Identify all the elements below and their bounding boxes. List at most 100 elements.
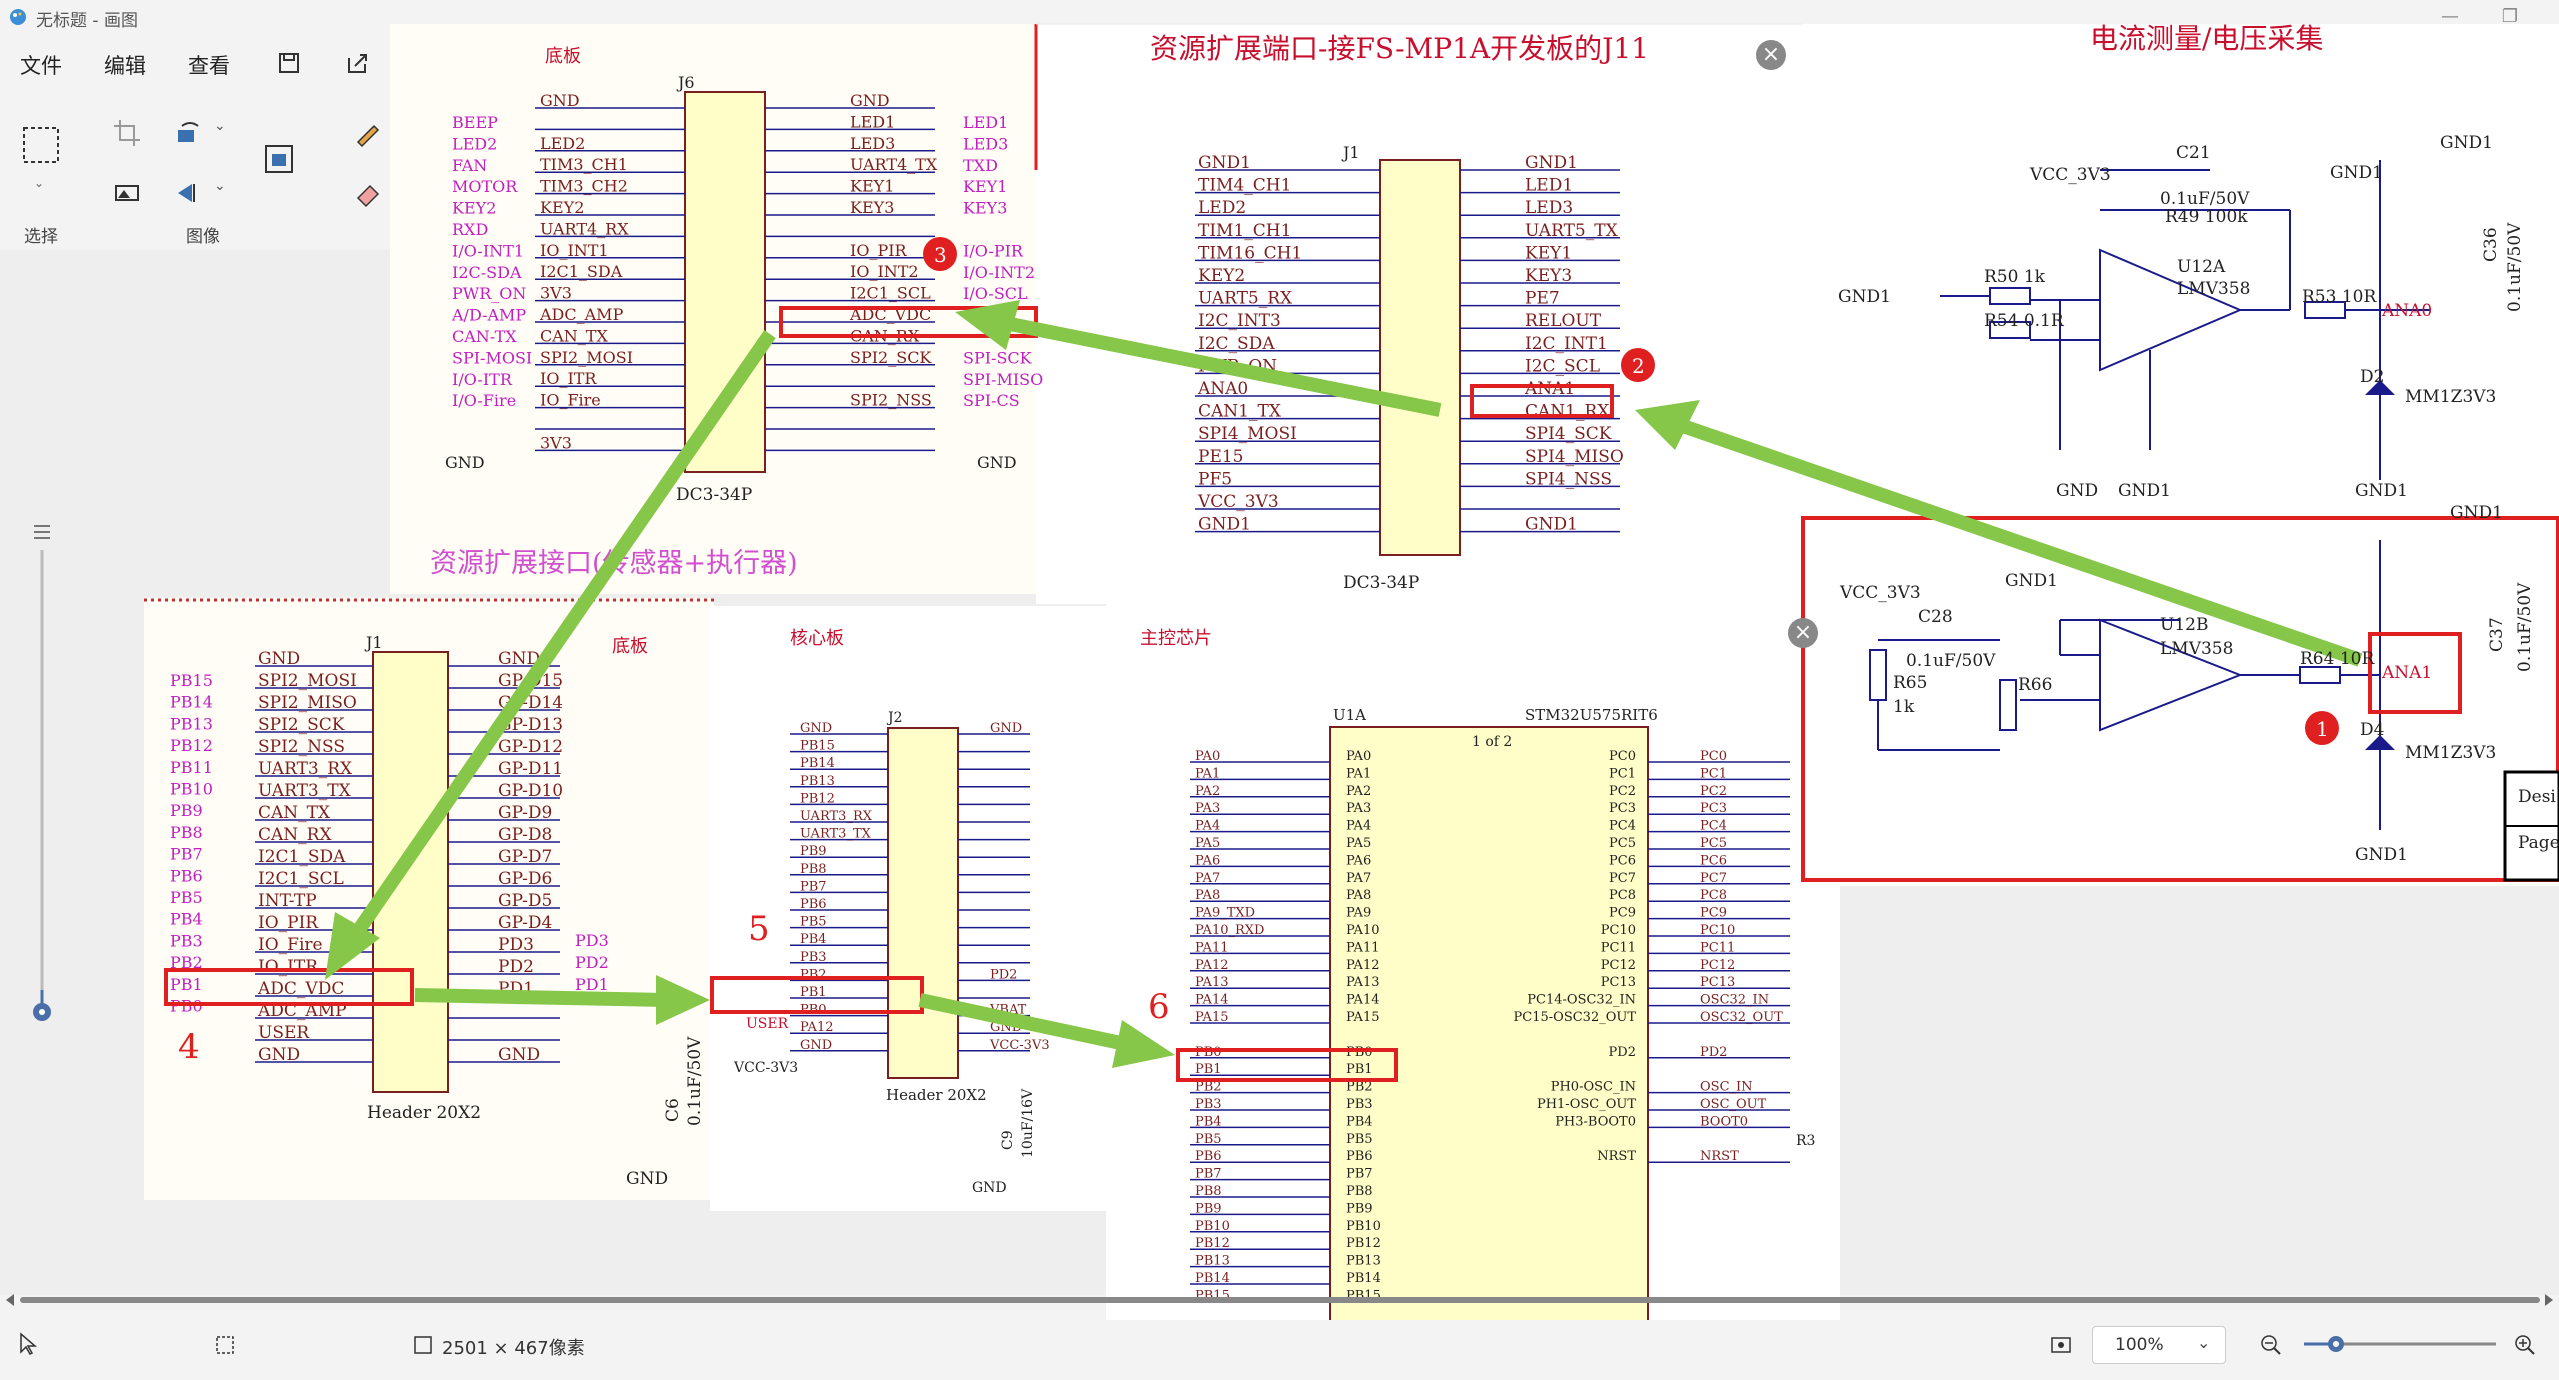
svg-text:Header 20X2: Header 20X2: [886, 1086, 987, 1104]
svg-text:Page: Page: [2518, 833, 2559, 853]
j6-left-signal: IO_Fire: [540, 391, 601, 410]
zoom-select[interactable]: 100% ⌄: [2092, 1326, 2226, 1364]
j1-left-signal: ANA0: [1197, 379, 1248, 399]
save-icon[interactable]: [272, 46, 306, 80]
j1b-left-signal: I2C1_SDA: [258, 847, 346, 867]
mcu-left-net: PA7: [1195, 871, 1220, 886]
svg-text:DC3-34P: DC3-34P: [676, 485, 752, 505]
j6-left-net: MOTOR: [452, 177, 518, 196]
menu-file[interactable]: 文件: [20, 54, 62, 78]
resize-image-icon[interactable]: [262, 142, 296, 176]
j1-right-signal: GND1: [1525, 515, 1578, 535]
j6-right-signal: IO_INT2: [850, 262, 919, 281]
j6-left-signal: SPI2_MOSI: [540, 348, 633, 367]
horizontal-scrollbar[interactable]: [0, 1290, 2559, 1310]
j1-right-signal: GND1: [1525, 153, 1578, 173]
crop-icon[interactable]: [110, 116, 144, 150]
mcu-left-net: PB7: [1195, 1167, 1222, 1182]
j6-right-signal: KEY3: [850, 198, 894, 217]
connector-j1-baseboard: J1 Header 20X2 GNDGNDSPI2_MOSIGP-D15SPI2…: [170, 633, 609, 1123]
j1-right-signal: I2C_SCL: [1525, 356, 1600, 376]
j1-right-signal: CAN1_RX: [1525, 402, 1610, 422]
canvas-vertical-slider[interactable]: [30, 520, 54, 1040]
mcu-left-net: PA9_TXD: [1195, 906, 1255, 921]
j6-left-net: KEY2: [452, 199, 496, 218]
mcu-left-net: PB5: [1195, 1132, 1222, 1147]
ribbon: ⌄ 选择 ⌄ ⌄ 图像: [0, 90, 380, 250]
select-dropdown-icon[interactable]: ⌄: [34, 176, 45, 190]
mcu-right-net: PC6: [1700, 853, 1727, 868]
zoom-slider[interactable]: [2300, 1334, 2500, 1354]
mcu-right-pin: PH1-OSC_OUT: [1537, 1097, 1636, 1112]
select-rect-icon[interactable]: [20, 124, 62, 166]
j6-left-net: A/D-AMP: [451, 306, 526, 325]
j6-left-signal: IO_INT1: [540, 241, 609, 260]
mcu-right-net: OSC32_OUT: [1700, 1010, 1783, 1025]
j1b-left-signal: CAN_TX: [258, 803, 331, 823]
flip-icon[interactable]: [172, 176, 206, 210]
svg-text:U12B: U12B: [2160, 615, 2208, 635]
share-icon[interactable]: [340, 46, 374, 80]
mcu-right-pin: PC0: [1609, 749, 1636, 764]
j1b-right-signal: GP-D10: [498, 781, 563, 801]
j6-left-net: I/O-ITR: [452, 370, 513, 389]
flip-dropdown-icon[interactable]: ⌄: [214, 178, 226, 194]
mcu-right-net: PC4: [1700, 819, 1727, 834]
maximize-icon[interactable]: ❐: [2501, 6, 2519, 27]
j6-gnd-left: GND: [445, 453, 485, 472]
j6-left-signal: IO_ITR: [540, 369, 597, 388]
j1-left-signal: GND1: [1198, 515, 1251, 535]
svg-text:3: 3: [934, 243, 947, 267]
mcu-left-pin: PA4: [1346, 819, 1371, 834]
j2-vcc-label: VCC-3V3: [733, 1060, 798, 1076]
svg-text:MM1Z3V3: MM1Z3V3: [2405, 387, 2496, 407]
menu-bar: 文件 编辑 查看: [0, 34, 380, 90]
mcu-left-net: PB8: [1195, 1184, 1222, 1199]
mcu-right-pin: PC10: [1601, 923, 1636, 938]
svg-text:R54 0.1R: R54 0.1R: [1984, 311, 2065, 331]
j2-left-signal: GND: [800, 721, 832, 736]
j6-right-signal: LED1: [850, 112, 895, 131]
j6-right-net: I/O-INT2: [963, 263, 1035, 282]
close-sheet-mcu-icon[interactable]: ×: [1788, 618, 1818, 648]
svg-text:GND1: GND1: [2355, 845, 2408, 865]
j1-right-signal: UART5_TX: [1525, 221, 1619, 241]
j6-left-net: PWR_ON: [452, 284, 526, 303]
mcu-right-pin: PC11: [1601, 940, 1636, 955]
mcu-left-pin: PB9: [1346, 1201, 1373, 1216]
zoom-in-icon[interactable]: [2512, 1332, 2538, 1358]
j1b-left-signal: SPI2_MOSI: [258, 671, 357, 691]
j6-right-net: LED1: [963, 113, 1008, 132]
menu-view[interactable]: 查看: [188, 54, 230, 78]
rotate-dropdown-icon[interactable]: ⌄: [214, 118, 226, 134]
j1b-left-signal: SPI2_NSS: [258, 737, 345, 757]
minimize-button[interactable]: —: [2441, 6, 2459, 27]
mcu-left-pin: PB6: [1346, 1149, 1373, 1164]
opamp-labels: VCC_3V3 C21 0.1uF/50V R49 100k R50 1k R5…: [1838, 133, 2559, 865]
fit-to-window-icon[interactable]: [2048, 1332, 2074, 1358]
svg-text:LMV358: LMV358: [2177, 279, 2250, 299]
close-sheet-j11-icon[interactable]: ×: [1756, 40, 1786, 70]
eraser-icon[interactable]: [350, 176, 384, 210]
mcu-left-pin: PA14: [1346, 993, 1379, 1008]
zoom-out-icon[interactable]: [2258, 1332, 2284, 1358]
c9-value: 10uF/16V: [1020, 1088, 1036, 1158]
j1-right-signal: KEY3: [1525, 266, 1572, 286]
j2-left-signal: PB3: [800, 950, 827, 965]
j2-left-signal: PB13: [800, 774, 835, 789]
mcu-left-pin: PB14: [1346, 1271, 1381, 1286]
j6-right-signal: UART4_TX: [850, 155, 938, 174]
mcu-right-net: BOOT0: [1700, 1114, 1748, 1129]
j6-left-signal: I2C1_SDA: [540, 262, 623, 281]
svg-text:ANA0: ANA0: [2381, 301, 2432, 321]
svg-text:J1: J1: [364, 633, 383, 652]
menu-edit[interactable]: 编辑: [104, 54, 146, 78]
svg-text:0.1uF/50V: 0.1uF/50V: [2505, 222, 2525, 312]
rotate-icon[interactable]: [172, 116, 206, 150]
remove-background-icon[interactable]: [110, 176, 144, 210]
j6-left-signal: KEY2: [540, 198, 584, 217]
mcu-right-net: PC5: [1700, 836, 1727, 851]
pencil-icon[interactable]: [350, 116, 384, 150]
j1-right-signal: ANA1: [1524, 379, 1575, 399]
j1b-right-signal: GP-D13: [498, 715, 563, 735]
